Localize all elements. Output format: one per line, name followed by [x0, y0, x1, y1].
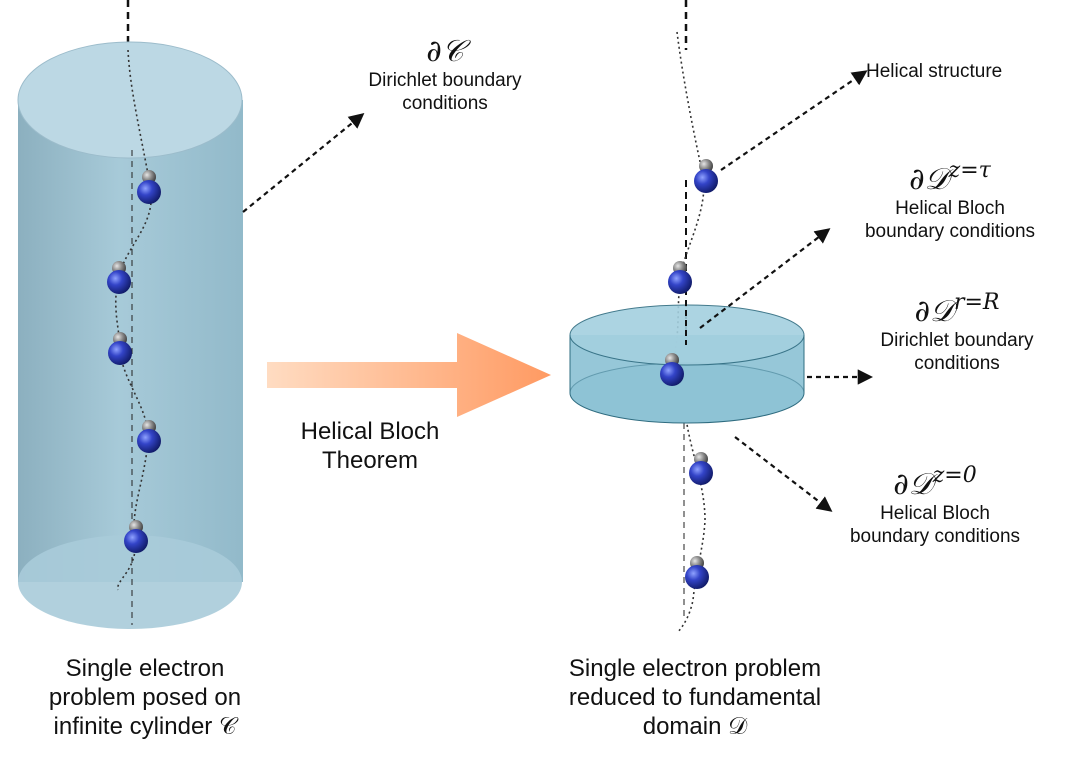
- helical-structure-label: Helical structure: [866, 61, 1003, 82]
- left-caption-line-2: problem posed on: [48, 683, 242, 711]
- sphere-icon: [660, 362, 684, 386]
- sphere-icon: [689, 461, 713, 485]
- sphere-icon: [124, 529, 148, 553]
- side-boundary-label: ∂𝒟r=R Dirichlet boundary conditions: [847, 290, 1067, 376]
- sphere-icon: [668, 270, 692, 294]
- left-caption: Single electron problem posed on infinit…: [0, 655, 290, 741]
- left-caption-line-3: infinite cylinder 𝒞: [53, 712, 237, 740]
- theorem-line-2: Theorem: [321, 446, 419, 474]
- annotation-arrows: [699, 70, 874, 512]
- bottom-boundary-desc-1: Helical Bloch: [880, 503, 990, 524]
- top-boundary-symbol: ∂𝒟z=τ: [909, 158, 991, 197]
- bottom-boundary-symbol: ∂𝒟z=0: [893, 463, 977, 502]
- sphere-icon: [142, 170, 156, 184]
- sphere-icon: [694, 169, 718, 193]
- cylinder-boundary-desc-2: conditions: [402, 92, 488, 114]
- sphere-icon: [685, 565, 709, 589]
- top-boundary-label: ∂𝒟z=τ Helical Bloch boundary conditions: [845, 158, 1055, 244]
- cylinder-bottom-cap: [18, 535, 242, 629]
- side-boundary-desc-1: Dirichlet boundary: [880, 330, 1034, 351]
- side-boundary-desc-2: conditions: [914, 352, 1000, 374]
- theorem-line-1: Helical Bloch: [300, 418, 440, 445]
- cylinder-boundary-desc-1: Dirichlet boundary: [368, 70, 522, 91]
- arrow-helical-structure: [720, 70, 868, 171]
- arrow-cylinder-boundary: [242, 113, 365, 213]
- arrow-bottom-boundary: [734, 436, 833, 512]
- infinite-cylinder: [17, 0, 243, 629]
- top-boundary-desc-2: boundary conditions: [864, 220, 1036, 242]
- atoms-left: [107, 170, 161, 553]
- sphere-icon: [107, 270, 131, 294]
- right-caption: Single electron problem reduced to funda…: [535, 655, 855, 741]
- side-boundary-symbol: ∂𝒟r=R: [914, 290, 1000, 329]
- right-caption-line-3: domain 𝒟: [642, 712, 748, 740]
- right-caption-line-1: Single electron problem: [568, 655, 822, 682]
- right-caption-line-2: reduced to fundamental: [568, 683, 822, 711]
- bottom-boundary-desc-2: boundary conditions: [849, 525, 1021, 547]
- cylinder-body: [18, 100, 243, 582]
- sphere-icon: [137, 180, 161, 204]
- cylinder-top-cap: [17, 41, 243, 159]
- transform-arrow-icon: [267, 333, 551, 417]
- top-boundary-desc-1: Helical Bloch: [895, 198, 1005, 219]
- sphere-icon: [108, 341, 132, 365]
- fundamental-domain: [569, 0, 805, 633]
- theorem-label: Helical Bloch Theorem: [270, 418, 470, 476]
- atoms-right: [660, 159, 718, 589]
- cylinder-boundary-symbol: ∂𝒞: [426, 34, 464, 69]
- left-caption-line-1: Single electron: [65, 655, 225, 682]
- cylinder-boundary-label: ∂𝒞 Dirichlet boundary conditions: [340, 34, 550, 116]
- sphere-icon: [137, 429, 161, 453]
- sphere-icon: [699, 159, 713, 173]
- bottom-boundary-label: ∂𝒟z=0 Helical Bloch boundary conditions: [830, 463, 1040, 549]
